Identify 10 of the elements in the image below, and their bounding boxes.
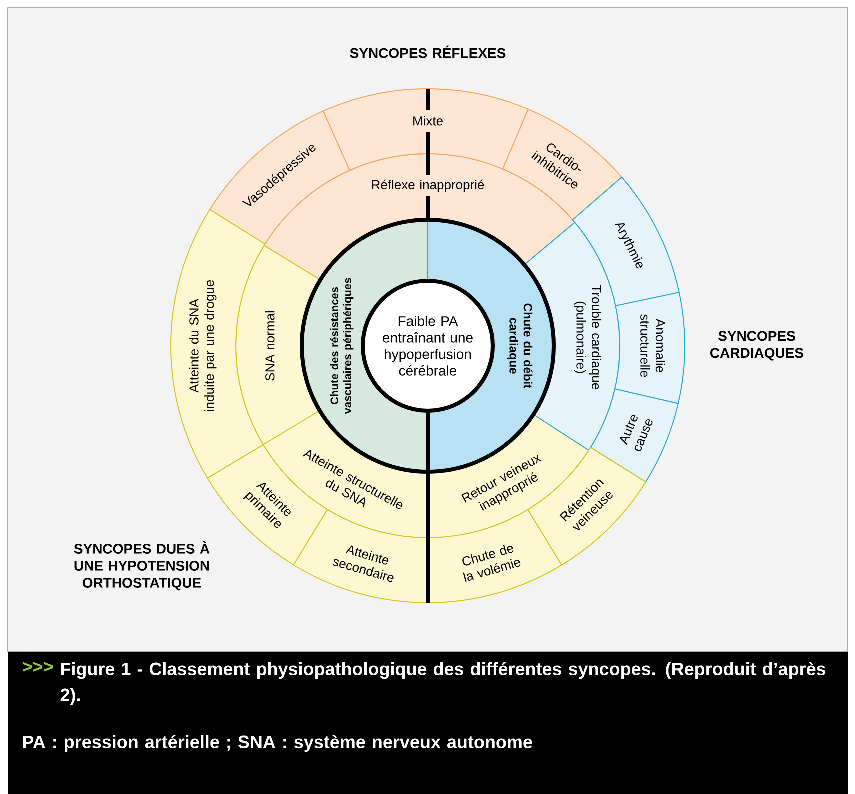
caption: Figure 1 - Classement physiopathologique des différentes syncopes. (Reproduit d’après 2). — [60, 662, 826, 706]
ring-segment: Atteinte du SNA induite par une drogue — [170, 209, 266, 479]
group-heading: SYNCOPES RÉFLEXES — [350, 46, 506, 58]
ring-segment: Mixte — [322, 88, 529, 172]
caption-marker: >>> — [22, 662, 54, 672]
ring-segment: Anomalie structurelle — [614, 292, 686, 404]
ring-segment: SNA normal — [236, 245, 322, 446]
caption-note: PA : pression artérielle ; SNA : système nerveux autonome — [23, 735, 532, 752]
group-heading: SYNCOPES CARDIAQUES — [710, 331, 804, 361]
group-heading: SYNCOPES DUES À UNE HYPOTENSION ORTHOSTATIQUE — [74, 541, 210, 591]
